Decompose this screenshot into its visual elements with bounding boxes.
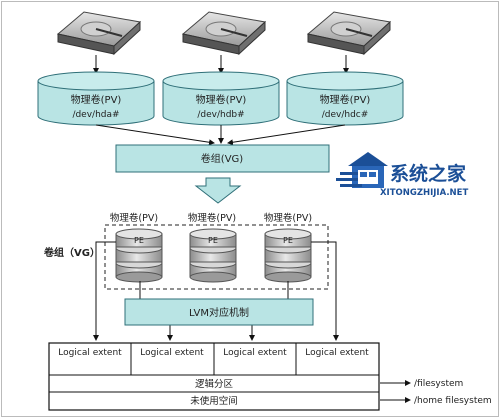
arrow	[95, 124, 215, 146]
logical-extent-cell: Logical extent	[305, 348, 369, 358]
lvm-label: LVM对应机制	[189, 306, 249, 319]
logical-extent-cell: Logical extent	[140, 348, 204, 358]
pv-label: 物理卷(PV)	[196, 93, 247, 106]
house-logo-icon	[336, 152, 388, 188]
watermark-url: XITONGZHIJIA.NET	[380, 188, 468, 198]
pv-stack-label: 物理卷(PV)	[188, 212, 236, 224]
pv-label: 物理卷(PV)	[320, 93, 371, 106]
pv-stack: 物理卷(PV) PE	[110, 212, 163, 283]
pv-device: /dev/hdb#	[197, 110, 244, 120]
pv-cylinder: 物理卷(PV) /dev/hdc#	[286, 71, 404, 126]
watermark-title: 系统之家	[390, 162, 467, 185]
pv-stack: 物理卷(PV) PE	[264, 212, 312, 283]
hard-disk-icon	[306, 11, 392, 56]
hard-disk-icon	[56, 11, 142, 56]
unused-space-label: 未使用空间	[190, 395, 238, 407]
hard-disk-icon	[181, 11, 267, 56]
pv-cylinder: 物理卷(PV) /dev/hda#	[37, 71, 155, 126]
logical-extent-cell: Logical extent	[223, 348, 287, 358]
vg-side-label: 卷组（VG）	[43, 246, 100, 259]
pv-cylinder: 物理卷(PV) /dev/hdb#	[162, 71, 280, 126]
vg-box-label: 卷组(VG)	[201, 152, 243, 165]
connector-line	[311, 241, 339, 341]
vg-dashed-area	[104, 224, 329, 290]
pv-stack: 物理卷(PV) PE	[188, 212, 237, 283]
pv-device: /dev/hda#	[72, 110, 119, 120]
pe-label: PE	[283, 236, 293, 245]
logical-volume-table: Logical extent Logical extent Logical ex…	[48, 342, 380, 411]
filesystem-mount: /filesystem	[414, 379, 463, 389]
logical-partition-label: 逻辑分区	[195, 378, 234, 390]
pv-device: /dev/hdc#	[322, 110, 369, 120]
watermark: 系统之家 XITONGZHIJIA.NET	[336, 152, 468, 198]
pe-label: PE	[134, 236, 144, 245]
vg-box	[115, 144, 330, 173]
connector-line	[93, 241, 116, 341]
home-filesystem-mount: /home filesystem	[414, 396, 492, 406]
pv-stack-label: 物理卷(PV)	[110, 212, 158, 224]
down-arrow-icon	[194, 177, 242, 204]
pv-stack-label: 物理卷(PV)	[264, 212, 312, 224]
logical-extent-cell: Logical extent	[58, 348, 122, 358]
lvm-mapping-box	[124, 298, 314, 326]
arrow	[227, 124, 346, 146]
pe-label: PE	[208, 236, 218, 245]
pv-label: 物理卷(PV)	[71, 93, 122, 106]
